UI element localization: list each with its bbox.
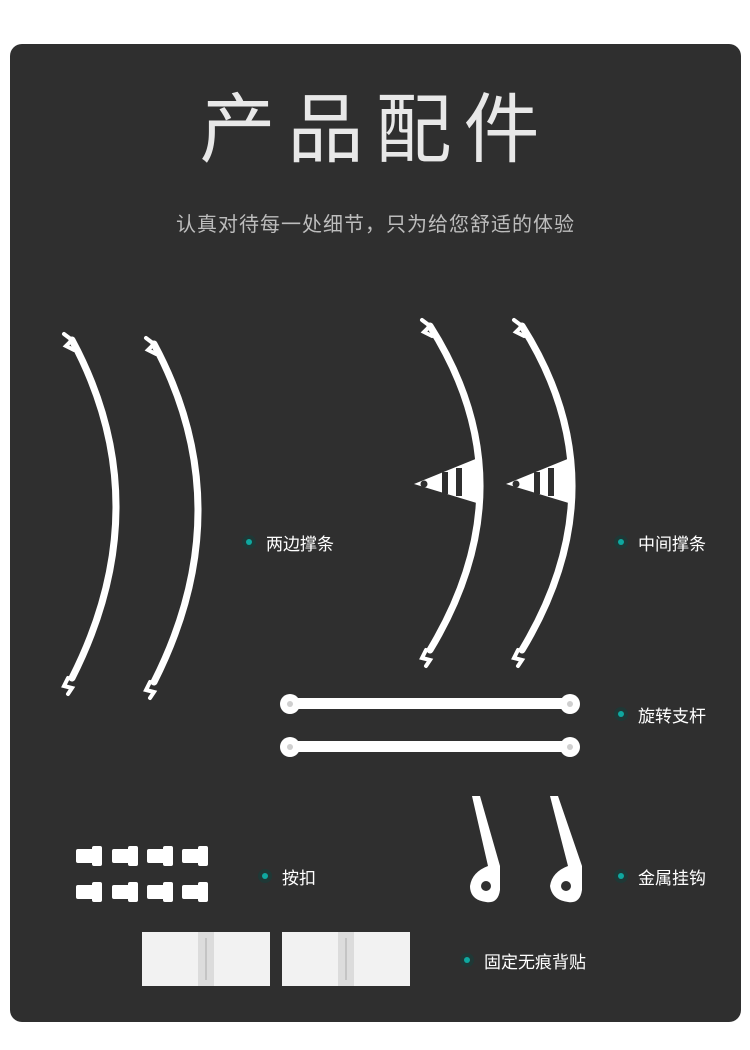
bullet-icon	[242, 535, 256, 549]
rotating-rod-bottom	[280, 737, 580, 757]
label-adhesive-backs: 固定无痕背贴	[460, 948, 586, 973]
bullet-icon	[614, 707, 628, 721]
buckle-set	[76, 846, 208, 902]
accessories-panel: 产品配件 认真对待每一处细节，只为给您舒适的体验	[10, 44, 741, 1022]
rotating-rod-top	[280, 694, 580, 714]
middle-strut-right-brace	[506, 458, 572, 504]
adhesive-back-right	[282, 932, 410, 986]
label-buckles-text: 按扣	[282, 868, 316, 889]
label-metal-hooks-text: 金属挂钩	[638, 868, 706, 889]
label-buckles: 按扣	[258, 864, 316, 889]
side-strut-right	[143, 336, 202, 700]
label-adhesive-backs-text: 固定无痕背贴	[484, 952, 586, 973]
metal-hook-left	[470, 796, 500, 903]
label-side-struts: 两边撑条	[242, 530, 334, 555]
label-rotating-rods: 旋转支杆	[614, 702, 706, 727]
bullet-icon	[460, 953, 474, 967]
label-side-struts-text: 两边撑条	[266, 534, 334, 555]
label-rotating-rods-text: 旋转支杆	[638, 706, 706, 727]
middle-strut-right	[511, 318, 576, 668]
side-strut-left	[61, 332, 120, 696]
accessories-illustration	[61, 318, 582, 986]
bullet-icon	[614, 869, 628, 883]
label-middle-struts: 中间撑条	[614, 530, 706, 555]
page-title: 产品配件	[199, 85, 552, 174]
page-subtitle: 认真对待每一处细节，只为给您舒适的体验	[176, 212, 575, 236]
adhesive-back-left	[142, 932, 270, 986]
label-middle-struts-text: 中间撑条	[638, 534, 706, 555]
middle-strut-left-brace	[414, 458, 480, 504]
label-metal-hooks: 金属挂钩	[614, 864, 706, 889]
metal-hook-right	[550, 796, 582, 903]
bullet-icon	[258, 869, 272, 883]
bullet-icon	[614, 535, 628, 549]
middle-strut-left	[419, 318, 484, 668]
